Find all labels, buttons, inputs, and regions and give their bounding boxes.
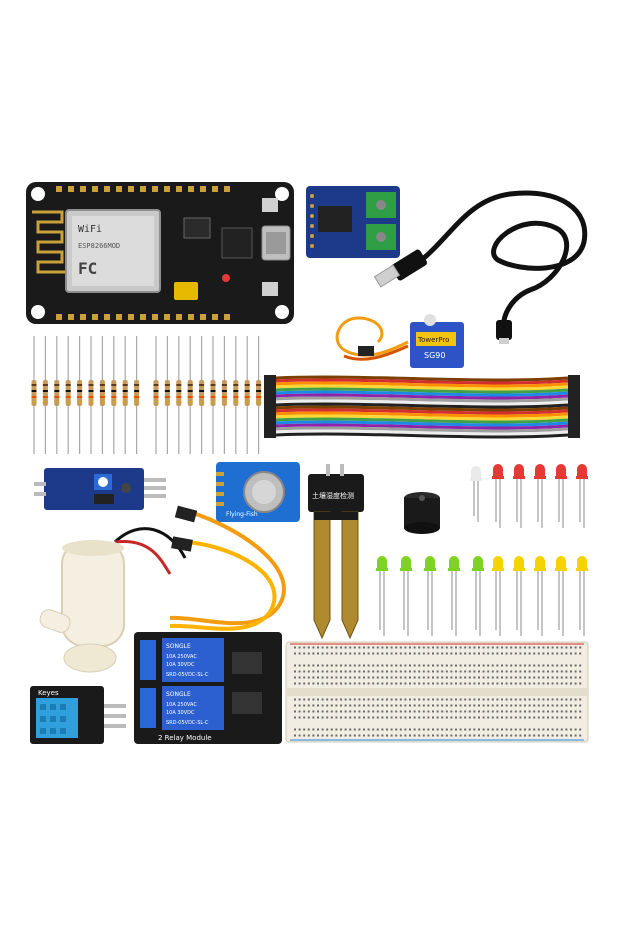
red-led: [555, 464, 567, 528]
resistor: [187, 336, 193, 454]
resistor: [221, 336, 227, 454]
jumper-wire: [264, 432, 580, 439]
light-sensor-module: [34, 468, 166, 510]
relay-caption: 2 Relay Module: [158, 734, 212, 742]
soil-moisture-sensor: 土壤湿度检测: [308, 464, 364, 640]
relay1-spec2: 10A 30VDC: [166, 662, 195, 668]
nodemcu-board: WiFi ESP8266MOD FC: [26, 182, 294, 324]
resistor: [31, 336, 37, 454]
rgb-led: [470, 466, 482, 522]
yellow-led: [534, 556, 546, 636]
gas-sensor-label: Flying-Fish: [226, 511, 258, 518]
soil-sensor-label: 土壤湿度检测: [312, 491, 354, 500]
relay1-brand: SONGLE: [166, 643, 191, 650]
resistor: [256, 336, 262, 454]
red-led: [576, 464, 588, 528]
gas-sensor-module: Flying-Fish: [216, 462, 300, 522]
relay2-model: SRD-05VDC-SL-C: [166, 720, 209, 726]
green-led: [376, 556, 388, 636]
green-led: [472, 556, 484, 636]
mini-water-pump: [39, 505, 286, 673]
jumper-wires: [264, 375, 580, 439]
led-set: [376, 464, 588, 636]
relay2-brand: SONGLE: [166, 691, 191, 698]
svg-text:SG90: SG90: [424, 351, 445, 360]
resistor: [134, 336, 140, 454]
servo-motor: TowerPro SG90: [335, 314, 464, 368]
resistor: [176, 336, 182, 454]
resistor: [153, 336, 159, 454]
svg-text:ESP8266MOD: ESP8266MOD: [78, 242, 120, 250]
yellow-led: [555, 556, 567, 636]
svg-text:FC: FC: [78, 259, 97, 278]
resistor-set: [31, 336, 262, 454]
resistor: [233, 336, 239, 454]
red-led: [534, 464, 546, 528]
buzzer: [404, 492, 440, 534]
micro-usb-cable: [373, 190, 588, 344]
green-led: [400, 556, 412, 636]
svg-text:TowerPro: TowerPro: [417, 336, 449, 344]
green-led: [424, 556, 436, 636]
resistor: [210, 336, 216, 454]
motor-driver-board: [306, 186, 400, 258]
dht11-label: Keyes: [38, 689, 59, 697]
relay1-spec1: 10A 250VAC: [166, 654, 197, 660]
breadboard: [285, 641, 589, 743]
resistor: [199, 336, 205, 454]
resistor: [164, 336, 170, 454]
resistor: [88, 336, 94, 454]
relay2-spec1: 10A 250VAC: [166, 702, 197, 708]
resistor: [122, 336, 128, 454]
resistor: [54, 336, 60, 454]
resistor: [77, 336, 83, 454]
resistor: [99, 336, 105, 454]
resistor: [65, 336, 71, 454]
resistor: [244, 336, 250, 454]
resistor: [42, 336, 48, 454]
relay-module: SONGLE 10A 250VAC 10A 30VDC SRD-05VDC-SL…: [134, 632, 282, 744]
dht11-sensor: Keyes: [30, 686, 126, 744]
yellow-led: [513, 556, 525, 636]
yellow-led: [576, 556, 588, 636]
red-led: [492, 464, 504, 528]
red-led: [513, 464, 525, 528]
green-led: [448, 556, 460, 636]
relay1-model: SRD-05VDC-SL-C: [166, 672, 209, 678]
relay2-spec2: 10A 30VDC: [166, 710, 195, 716]
svg-text:WiFi: WiFi: [78, 224, 102, 235]
yellow-led: [492, 556, 504, 636]
resistor: [111, 336, 117, 454]
